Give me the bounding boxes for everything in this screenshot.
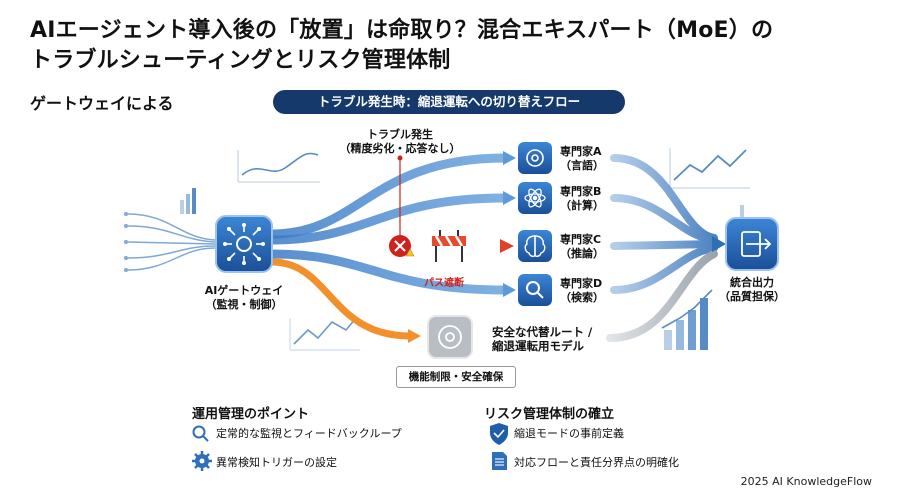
chart-decoration-top-left: [180, 150, 320, 214]
gateway-label-line-2: （監視・制御）: [205, 298, 283, 311]
fallback-model-icon: [438, 325, 462, 349]
expert-arrowheads: [503, 151, 516, 297]
expert-label-d: 専門家D （検索）: [560, 277, 604, 305]
brain-icon: [524, 235, 546, 257]
expert-d-name: 専門家D: [560, 277, 603, 290]
blocked-arrowhead: [500, 239, 514, 253]
ops-item-2: 異常検知トリガーの設定: [216, 454, 337, 470]
output-label-line-2: （品質担保）: [719, 290, 785, 303]
expert-node-d: [518, 274, 552, 306]
risk-item-2-text: 対応フローと責任分界点の明確化: [514, 456, 679, 469]
fallback-label-line-1: 安全な代替ルート /: [492, 325, 593, 339]
expert-label-c: 専門家C （推論）: [560, 233, 604, 261]
trouble-label-line-2: （精度劣化・応答なし）: [339, 142, 461, 155]
expert-label-a: 専門家A （言語）: [560, 145, 604, 173]
fallback-flow: [268, 258, 414, 340]
footer-credit: 2025 AI KnowledgeFlow: [740, 475, 872, 488]
expert-flows: [267, 153, 510, 295]
document-icon: [492, 452, 507, 470]
expert-b-role: （計算）: [560, 199, 604, 212]
output-label: 統合出力 （品質担保）: [702, 276, 802, 304]
title-line-2: トラブルシューティングとリスク管理体制: [30, 48, 451, 73]
fallback-node: [427, 315, 473, 359]
subtitle: ゲートウェイによる: [30, 94, 174, 113]
trouble-marker-dot: [397, 155, 403, 161]
chart-decoration-bottom-right: [661, 289, 713, 350]
trouble-label-line-1: トラブル発生: [367, 128, 433, 141]
expert-c-name: 専門家C: [560, 233, 602, 246]
expert-node-a: [518, 142, 552, 174]
fallback-arrowhead: [408, 329, 421, 343]
fallback-label: 安全な代替ルート / 縮退運転用モデル: [492, 325, 592, 353]
atom-icon: [524, 188, 546, 208]
expert-c-role: （推論）: [560, 247, 604, 260]
shield-check-icon: [490, 423, 508, 445]
trouble-label: トラブル発生 （精度劣化・応答なし）: [330, 128, 470, 156]
error-icon: [389, 235, 415, 257]
gear-icon: [192, 451, 212, 471]
search-icon: [526, 281, 544, 299]
expert-label-b: 専門家B （計算）: [560, 185, 604, 213]
magnifier-icon: [192, 425, 209, 442]
fallback-box: 機能制限・安全確保: [396, 366, 516, 388]
page-title: AIエージェント導入後の「放置」は命取り？混合エキスパート（MoE）の トラブル…: [30, 16, 773, 76]
output-node: [725, 217, 779, 271]
input-dots: [124, 212, 128, 272]
gateway-label-line-1: AIゲートウェイ: [204, 284, 284, 297]
barrier-icon: [432, 230, 466, 262]
risk-item-2: 対応フローと責任分界点の明確化: [514, 454, 679, 470]
risk-item-1: 縮退モードの事前定義: [514, 425, 624, 441]
expert-node-c: [518, 230, 552, 262]
merge-output-icon: [741, 231, 772, 257]
fallback-output-flow: [606, 250, 718, 342]
expert-node-b: [518, 182, 552, 214]
chart-decoration-top-right: [669, 148, 750, 217]
risk-item-1-text: 縮退モードの事前定義: [514, 427, 624, 440]
flow-banner: トラブル発生時：縮退運転への切り替えフロー: [273, 90, 625, 114]
expert-a-name: 専門家A: [560, 145, 602, 158]
gateway-node: [215, 215, 273, 273]
ops-item-1-text: 定常的な監視とフィードバックループ: [216, 427, 402, 440]
ops-item-2-text: 異常検知トリガーの設定: [216, 456, 337, 469]
chart-decoration-bottom-left: [289, 317, 360, 351]
expert-a-role: （言語）: [560, 159, 604, 172]
output-flows: [610, 154, 718, 294]
ops-item-1: 定常的な監視とフィードバックループ: [216, 425, 402, 441]
chat-icon: [526, 149, 544, 167]
input-lines: [127, 213, 216, 271]
fallback-label-line-2: 縮退運転用モデル: [492, 339, 584, 353]
output-label-line-1: 統合出力: [730, 276, 774, 289]
gateway-label: AIゲートウェイ （監視・制御）: [194, 284, 294, 312]
title-line-1: AIエージェント導入後の「放置」は命取り？混合エキスパート（MoE）の: [30, 18, 774, 43]
ops-section-title: 運用管理のポイント: [192, 407, 310, 422]
risk-section-title: リスク管理体制の確立: [484, 407, 615, 422]
path-cut-label: パス遮断: [424, 278, 464, 289]
expert-d-role: （検索）: [560, 291, 604, 304]
expert-b-name: 専門家B: [560, 185, 602, 198]
output-arrowhead: [712, 236, 726, 252]
